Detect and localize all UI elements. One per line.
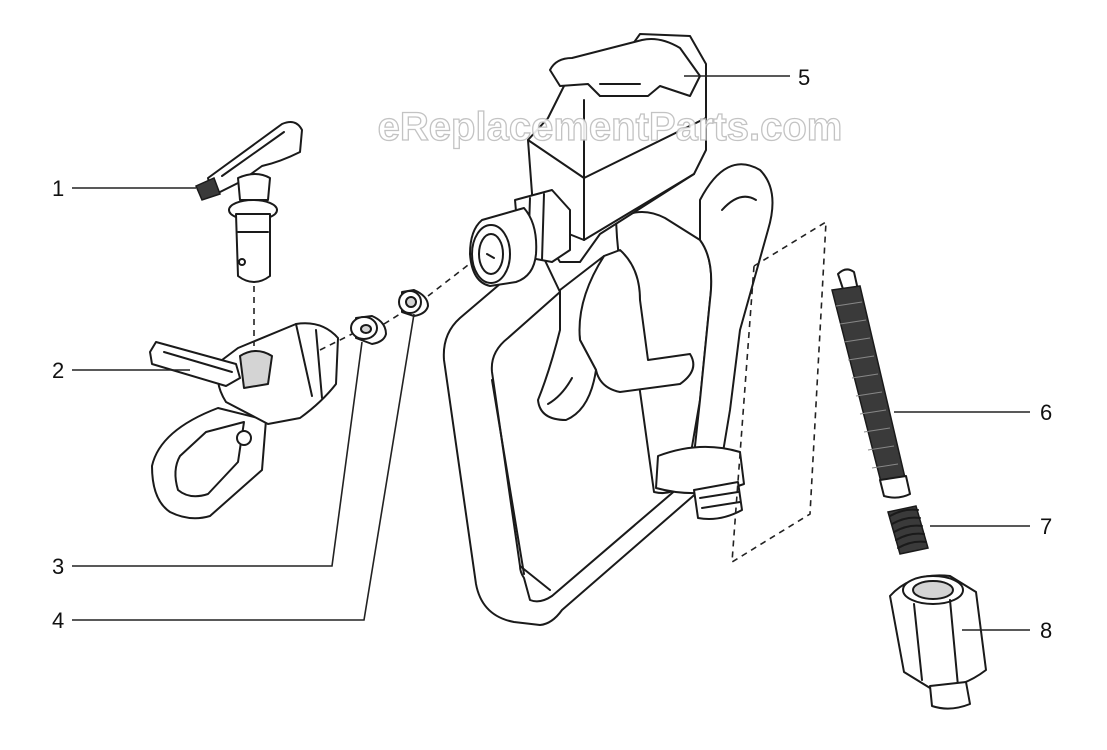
- seal: [350, 315, 387, 345]
- leader-lines: [72, 75, 1030, 631]
- gasket: [398, 289, 429, 317]
- tip-guard: [149, 322, 339, 520]
- spray-gun-body: [442, 33, 774, 626]
- callout-5: 5: [798, 65, 810, 90]
- callout-8: 8: [1040, 618, 1052, 643]
- callout-4: 4: [52, 608, 64, 633]
- callout-2: 2: [52, 358, 64, 383]
- callout-6: 6: [1040, 400, 1052, 425]
- filter-housing: [889, 574, 987, 710]
- watermark: eReplacementParts.com: [378, 105, 843, 149]
- filter: [831, 268, 911, 499]
- reversible-tip: [195, 121, 303, 283]
- spring: [887, 505, 929, 555]
- callout-7: 7: [1040, 514, 1052, 539]
- assembly-lines: [253, 220, 827, 564]
- callout-1: 1: [52, 176, 64, 201]
- callout-3: 3: [52, 554, 64, 579]
